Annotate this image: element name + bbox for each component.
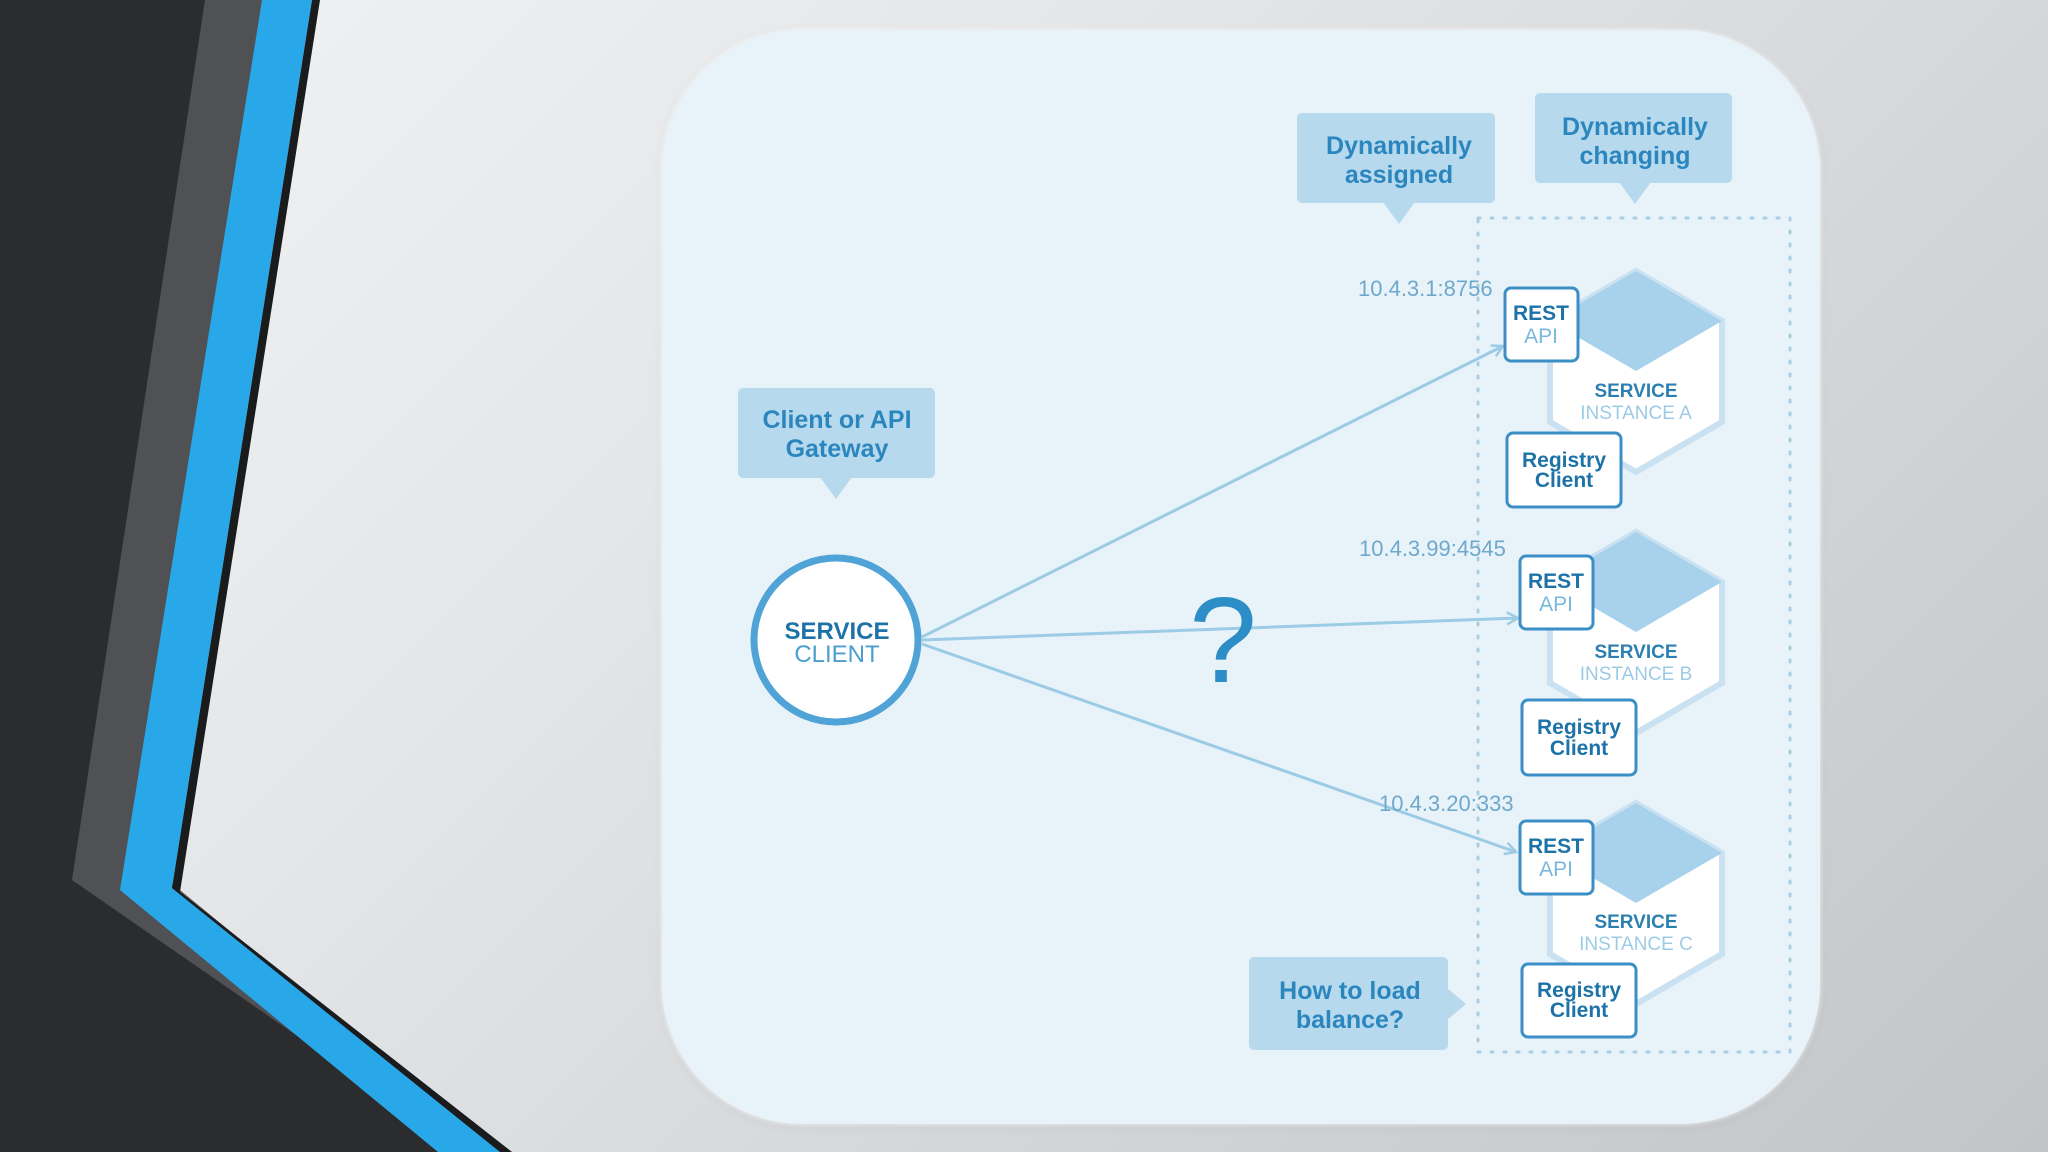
instance-b-rest-api-box: REST API — [1518, 554, 1595, 631]
service-client-label-line1: SERVICE — [785, 618, 890, 645]
service-instance-a: 10.4.3.1:8756 SERVICE INSTANCE A REST AP… — [1358, 267, 1725, 509]
instance-b-service-title: SERVICE — [1594, 642, 1677, 663]
instance-b-rest-sub: API — [1539, 593, 1573, 616]
instance-c-rest-api-box: REST API — [1518, 819, 1595, 896]
service-client-node: SERVICE CLIENT — [750, 554, 922, 726]
service-client-label-line2: CLIENT — [794, 641, 880, 668]
instance-a-rest-title: REST — [1513, 302, 1569, 325]
callout-load-balance-line1: How to load — [1279, 977, 1421, 1005]
callout-dynamically-assigned-line2: assigned — [1345, 161, 1453, 189]
instance-c-registry-line2: Client — [1550, 999, 1608, 1022]
service-instance-c: 10.4.3.20:333 SERVICE INSTANCE C REST AP… — [1379, 791, 1725, 1039]
callout-dynamically-assigned-line1: Dynamically — [1326, 132, 1472, 160]
instance-c-registry-line1: Registry — [1537, 979, 1621, 1002]
callout-load-balance: How to load balance? — [1249, 957, 1466, 1050]
instance-a-registry-line1: Registry — [1522, 449, 1606, 472]
instance-c-registry-client-box: Registry Client — [1520, 962, 1638, 1039]
instance-a-hexagon — [1547, 267, 1725, 476]
arrow-to-instance-c — [921, 642, 1516, 852]
service-instance-b: 10.4.3.99:4545 SERVICE INSTANCE B REST A… — [1359, 528, 1725, 777]
callout-load-balance-line2: balance? — [1296, 1006, 1404, 1034]
arrow-to-instance-a — [921, 346, 1503, 639]
callout-dynamically-changing-line2: changing — [1579, 142, 1690, 170]
instance-b-service-sub: INSTANCE B — [1580, 664, 1693, 685]
question-mark: ? — [1189, 572, 1257, 708]
instance-a-service-title: SERVICE — [1594, 381, 1677, 402]
instance-b-address: 10.4.3.99:4545 — [1359, 536, 1506, 561]
callout-dynamically-changing: Dynamically changing — [1535, 93, 1732, 204]
instance-c-rest-sub: API — [1539, 858, 1573, 881]
instance-b-rest-title: REST — [1528, 570, 1584, 593]
instance-b-registry-client-box: Registry Client — [1520, 698, 1638, 777]
instance-a-registry-line2: Client — [1535, 469, 1593, 492]
instance-a-registry-client-box: Registry Client — [1505, 431, 1623, 509]
instances-boundary — [1476, 216, 1792, 1054]
callout-client-gateway-line1: Client or API — [762, 406, 911, 434]
instance-b-registry-line1: Registry — [1537, 716, 1621, 739]
instance-c-rest-title: REST — [1528, 835, 1584, 858]
callout-client-gateway-line2: Gateway — [786, 435, 889, 463]
instance-c-service-title: SERVICE — [1594, 912, 1677, 933]
instance-b-registry-line2: Client — [1550, 737, 1608, 760]
instance-a-service-sub: INSTANCE A — [1580, 403, 1692, 424]
blue-accent-band — [120, 0, 500, 1152]
arrow-to-instance-b — [921, 618, 1518, 642]
instance-a-rest-sub: API — [1524, 325, 1558, 348]
callout-dynamically-assigned: Dynamically assigned — [1297, 113, 1495, 224]
gray-band — [72, 0, 500, 1152]
instance-c-address: 10.4.3.20:333 — [1379, 791, 1514, 816]
callout-dynamically-changing-line1: Dynamically — [1562, 113, 1708, 141]
callout-client-gateway: Client or API Gateway — [738, 388, 935, 499]
instance-a-rest-api-box: REST API — [1503, 286, 1580, 363]
instance-c-service-sub: INSTANCE C — [1579, 934, 1693, 955]
instance-a-address: 10.4.3.1:8756 — [1358, 276, 1493, 301]
